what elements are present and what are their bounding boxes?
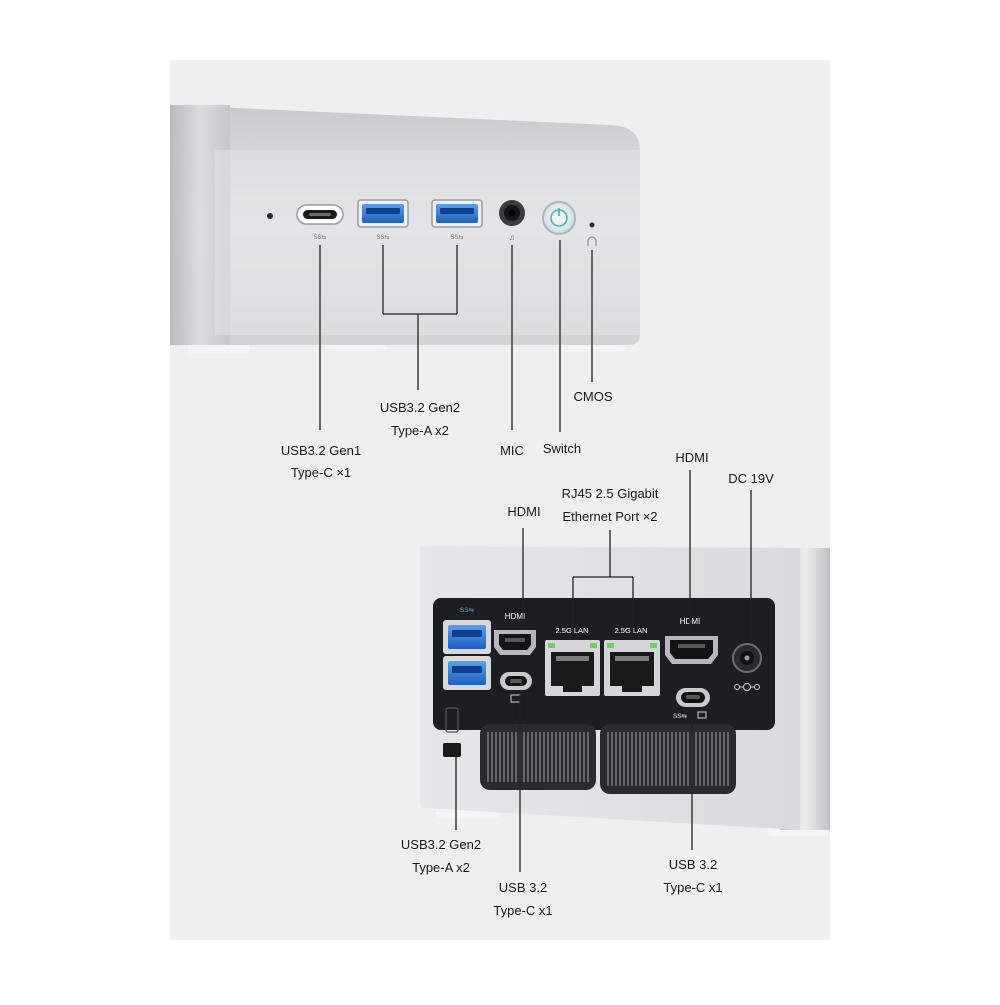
front-usb-a-1-ss-mark: SS⇆ bbox=[376, 234, 389, 241]
label-front-usb-c-gen1-line2: Type-C ×1 bbox=[290, 465, 352, 480]
kensington-lock-icon bbox=[445, 707, 459, 733]
label-front-usb-a-gen2-line1: USB3.2 Gen2 bbox=[379, 400, 461, 415]
cmos-icon bbox=[587, 236, 597, 246]
label-rear-hdmi-left: HDMI bbox=[507, 504, 541, 519]
label-front-switch: Switch bbox=[542, 441, 582, 456]
front-led-hole bbox=[267, 213, 273, 219]
label-rear-usb-a-gen2-line1: USB3.2 Gen2 bbox=[400, 837, 482, 852]
label-rear-rj45-line2: Ethernet Port ×2 bbox=[562, 509, 658, 524]
dc-polarity-icon bbox=[734, 683, 760, 691]
front-face bbox=[215, 150, 640, 335]
rear-hdmi-left-print: HDMI bbox=[505, 612, 525, 621]
label-rear-dc: DC 19V bbox=[728, 471, 774, 486]
label-front-usb-c-gen1-line1: USB3.2 Gen1 bbox=[280, 443, 362, 458]
label-front-mic: MIC bbox=[500, 443, 524, 458]
label-front-usb-a-gen2-line2: Type-A x2 bbox=[391, 423, 449, 438]
rear-usb-ss-mark: SS⇆ bbox=[460, 607, 475, 614]
front-usb-c-ss-mark: SS⇆ bbox=[313, 234, 326, 241]
label-rear-usb-a-gen2-line2: Type-A x2 bbox=[412, 860, 470, 875]
label-rear-usb-c-left-line2: Type-C x1 bbox=[493, 903, 553, 918]
kensington-slot bbox=[443, 743, 461, 757]
label-rear-rj45-line1: RJ45 2.5 Gigabit bbox=[561, 486, 659, 501]
rear-vent-left bbox=[480, 724, 596, 790]
display-icon-right bbox=[697, 711, 707, 719]
front-view: SS⇆ SS⇆ SS⇆ ♫ bbox=[170, 105, 640, 354]
label-rear-usb-c-right-line2: Type-C x1 bbox=[663, 880, 723, 895]
label-rear-hdmi-right: HDMI bbox=[675, 450, 709, 465]
front-leader-lines bbox=[319, 240, 593, 432]
rear-view: SS⇆ HDMI 2.5G LAN 2.5G LAN HDMI bbox=[420, 546, 830, 836]
rear-usb-c-right-ss-mark: SS⇆ bbox=[673, 713, 688, 720]
front-cmos-hole bbox=[589, 222, 595, 228]
label-rear-usb-c-right-line1: USB 3.2 bbox=[668, 857, 718, 872]
front-power-switch bbox=[542, 201, 576, 235]
headset-icon: ♫ bbox=[509, 233, 515, 242]
rear-leader-lines bbox=[455, 470, 752, 872]
label-rear-usb-c-left-line1: USB 3.2 bbox=[498, 880, 548, 895]
rear-lan-1-print: 2.5G LAN bbox=[556, 626, 589, 635]
rear-lan-2-print: 2.5G LAN bbox=[615, 626, 648, 635]
label-front-cmos: CMOS bbox=[573, 389, 613, 404]
front-usb-a-2-ss-mark: SS⇆ bbox=[450, 234, 463, 241]
